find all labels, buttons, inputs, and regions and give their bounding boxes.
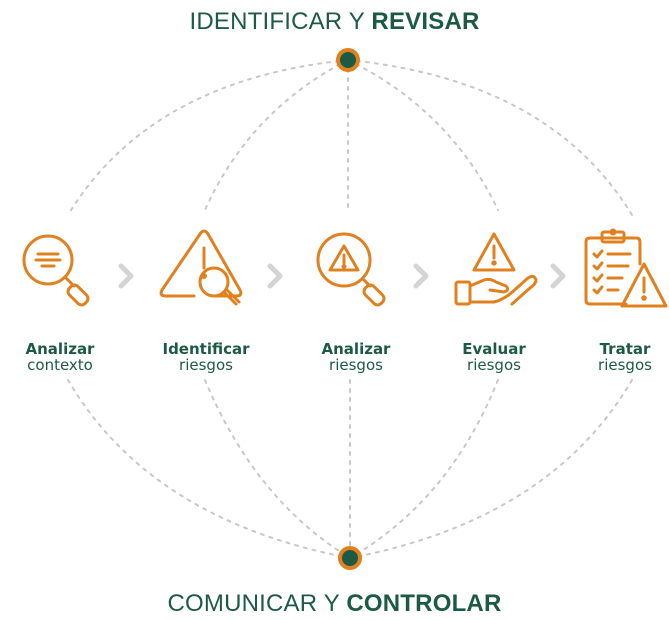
step-label-analizar-riesgos: Analizar riesgos bbox=[291, 341, 421, 373]
magnifier-lines-icon bbox=[22, 234, 90, 307]
top-arc-outer-left bbox=[67, 59, 349, 216]
top-arc-inner-right bbox=[347, 59, 499, 211]
step-label-identificar-riesgos: Identificar riesgos bbox=[141, 341, 271, 373]
checklist-warning-icon bbox=[584, 228, 668, 308]
step-label-analizar-contexto: Analizar contexto bbox=[0, 341, 125, 373]
chevron-right-icon bbox=[550, 263, 566, 289]
warning-magnifier-icon bbox=[159, 229, 243, 306]
step-title: Identificar bbox=[162, 340, 250, 358]
step-subtitle: contexto bbox=[27, 356, 93, 374]
step-subtitle: riesgos bbox=[598, 356, 652, 374]
step-title: Evaluar bbox=[462, 340, 526, 358]
top-arc-inner-left bbox=[204, 59, 349, 211]
chevron-right-icon bbox=[118, 263, 134, 289]
top-heading: IDENTIFICAR Y REVISAR bbox=[0, 8, 669, 36]
bottom-node-dot bbox=[338, 546, 362, 570]
top-heading-light: IDENTIFICAR Y bbox=[189, 8, 372, 35]
top-heading-bold: REVISAR bbox=[371, 8, 480, 35]
bottom-arc-outer-left bbox=[67, 379, 351, 559]
step-title: Analizar bbox=[25, 340, 95, 358]
bottom-heading-light: COMUNICAR Y bbox=[167, 590, 347, 617]
bottom-arc-outer-right bbox=[349, 379, 633, 559]
step-title: Analizar bbox=[321, 340, 391, 358]
chevron-right-icon bbox=[413, 263, 429, 289]
bottom-arc-inner-right bbox=[349, 379, 499, 559]
hand-warning-icon bbox=[454, 232, 538, 306]
step-subtitle: riesgos bbox=[179, 356, 233, 374]
bottom-heading: COMUNICAR Y CONTROLAR bbox=[0, 590, 669, 618]
top-node-dot bbox=[336, 48, 360, 72]
bottom-arc-inner-left bbox=[204, 379, 351, 559]
step-label-evaluar-riesgos: Evaluar riesgos bbox=[429, 341, 559, 373]
step-subtitle: riesgos bbox=[329, 356, 383, 374]
step-title: Tratar bbox=[599, 340, 651, 358]
step-subtitle: riesgos bbox=[467, 356, 521, 374]
step-label-tratar-riesgos: Tratar riesgos bbox=[560, 341, 669, 373]
chevron-right-icon bbox=[267, 263, 283, 289]
top-arc-outer-right bbox=[347, 59, 633, 216]
bottom-heading-bold: CONTROLAR bbox=[346, 590, 502, 617]
magnifier-warning-icon bbox=[316, 232, 386, 307]
